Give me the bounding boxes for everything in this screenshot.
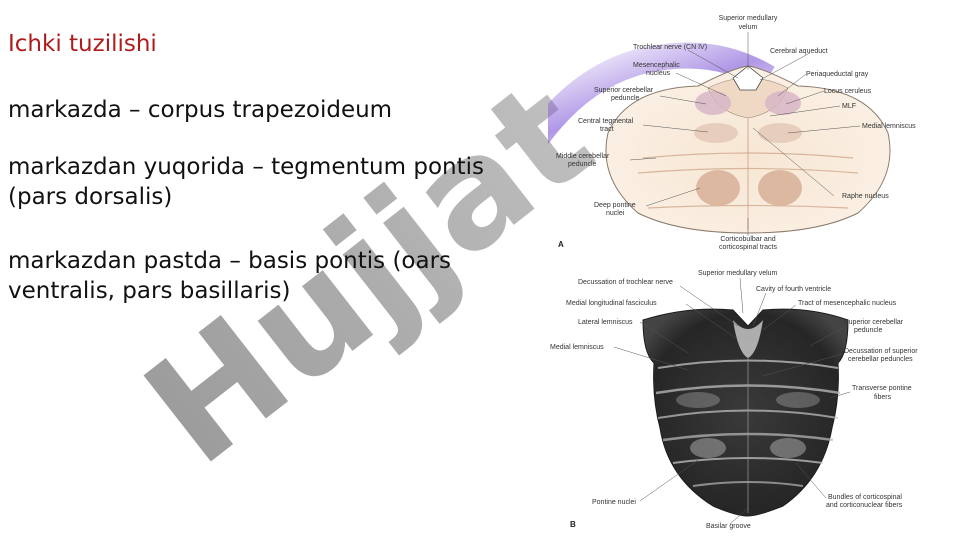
label-a-middle-cerebellar: Middle cerebellar xyxy=(556,153,610,160)
label-b-bundles-corticospinal: Bundles of corticospinal xyxy=(828,494,902,501)
label-b-basilar-groove: Basilar groove xyxy=(706,523,751,530)
label-a-locus-ceruleus: Locus ceruleus xyxy=(824,88,872,95)
label-a-medial-lemniscus: Medial lemniscus xyxy=(862,123,916,130)
label-b-lateral-lemniscus: Lateral lemniscus xyxy=(578,319,633,326)
label-a-deep-pontine: Deep pontine xyxy=(594,202,636,209)
label-b-fibers: fibers xyxy=(874,394,892,401)
slide-title: Ichki tuzilishi xyxy=(8,31,157,57)
label-a-trochlear-nerve: Trochlear nerve (CN IV) xyxy=(633,44,707,51)
text-line-2: markazdan yuqorida – tegmentum pontis xyxy=(8,154,484,180)
label-a-mesencephalic: Mesencephalic xyxy=(633,62,680,69)
label-a-peduncle: peduncle xyxy=(611,95,640,102)
label-b-pontine-nuclei: Pontine nuclei xyxy=(592,499,636,506)
text-line-4: markazdan pastda – basis pontis (oars xyxy=(8,248,452,274)
figure-a-labels: Superior medullary velum Trochlear nerve… xyxy=(556,15,916,251)
label-b-medial-lemniscus: Medial lemniscus xyxy=(550,344,604,351)
label-a-periaqueductal-gray: Periaqueductal gray xyxy=(806,71,869,78)
label-b-decussation-trochlear: Decussation of trochlear nerve xyxy=(578,279,673,286)
label-b-decussation-superior: Decussation of superior xyxy=(844,348,918,355)
label-a-corticospinal: corticospinal tracts xyxy=(719,244,777,251)
label-a-superior-cerebellar: Superior cerebellar xyxy=(594,87,654,94)
label-a-peduncle-2: peduncle xyxy=(568,161,597,168)
label-b-tract-mesencephalic: Tract of mesencephalic nucleus xyxy=(798,300,897,307)
figure-a-leaders xyxy=(629,32,861,236)
label-a-velum: velum xyxy=(739,24,758,31)
label-a-corticobulbar: Corticobulbar and xyxy=(720,236,775,243)
figure-b-drawing xyxy=(642,308,849,517)
pons-figure: Superior medullary velum Trochlear nerve… xyxy=(548,15,918,530)
label-a-cerebral-aqueduct: Cerebral aqueduct xyxy=(770,48,828,55)
label-a-tract: tract xyxy=(600,126,614,133)
panel-letter-a: A xyxy=(558,240,564,249)
text-line-3: (pars dorsalis) xyxy=(8,184,173,210)
label-a-nucleus: nucleus xyxy=(646,70,671,77)
label-b-transverse-pontine: Transverse pontine xyxy=(852,385,912,392)
text-line-5: ventralis, pars basillaris) xyxy=(8,278,291,304)
label-a-mlf: MLF xyxy=(842,103,856,110)
label-b-superior-medullary-velum: Superior medullary velum xyxy=(698,270,778,277)
label-b-superior-cerebellar: Superior cerebellar xyxy=(844,319,904,326)
label-a-raphe-nucleus: Raphe nucleus xyxy=(842,193,889,200)
label-a-central-tegmental: Central tegmental xyxy=(578,118,634,125)
figure-b-labels: Superior medullary velum Decussation of … xyxy=(550,270,918,530)
figure-b-leaders xyxy=(613,277,851,525)
label-b-corticonuclear-fibers: and corticonuclear fibers xyxy=(826,502,903,509)
label-a-nuclei: nuclei xyxy=(606,210,625,217)
text-line-1: markazda – corpus trapezoideum xyxy=(8,97,393,123)
label-b-peduncle: peduncle xyxy=(854,327,883,334)
panel-letter-b: B xyxy=(570,520,576,529)
label-b-medial-longitudinal-fasciculus: Medial longitudinal fasciculus xyxy=(566,300,657,307)
figure-a-drawing xyxy=(548,42,891,234)
label-b-cavity-fourth-ventricle: Cavity of fourth ventricle xyxy=(756,286,831,293)
label-a-superior-medullary: Superior medullary xyxy=(719,15,778,22)
label-b-cerebellar-peduncles: cerebellar peduncles xyxy=(848,356,913,363)
